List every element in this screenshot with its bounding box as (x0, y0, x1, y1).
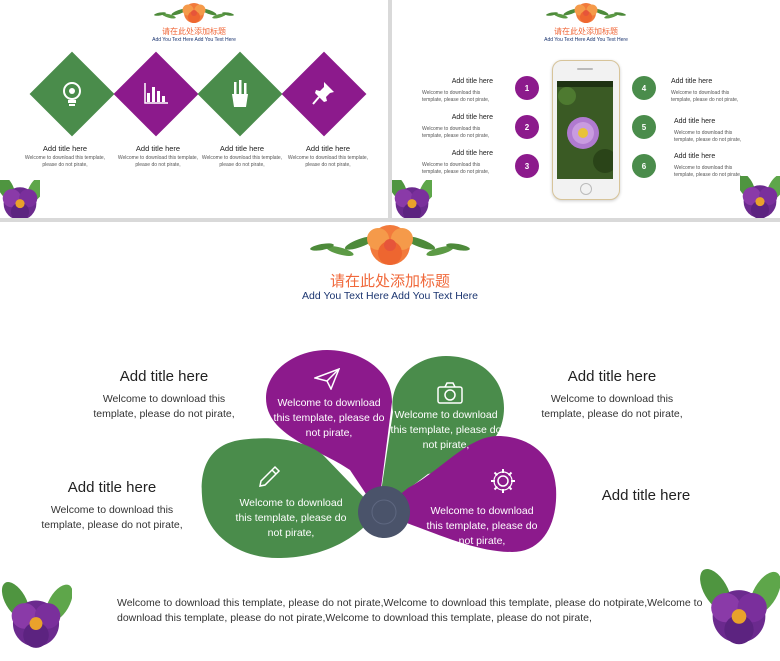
pencil-icon (259, 465, 281, 487)
footer-paragraph: Welcome to download this template, pleas… (117, 597, 703, 625)
diamond-1 (29, 51, 115, 137)
right-item-6-title: Add title here (674, 153, 716, 160)
item-2-body: Welcome to download this template, pleas… (117, 155, 199, 169)
flower-corner-decoration-left (392, 180, 432, 218)
left-item-1-body: Welcome to download this template, pleas… (422, 90, 490, 104)
slide-subtitle: Add You Text Here Add You Text Here (152, 37, 236, 43)
right-item-4-body: Welcome to download this template, pleas… (671, 90, 739, 104)
slide-main[interactable]: 请在此处添加标题 Add You Text Here Add You Text … (0, 222, 780, 661)
item-3-body: Welcome to download this template, pleas… (201, 155, 283, 169)
bar-chart-icon (144, 83, 168, 104)
item-1-body: Welcome to download this template, pleas… (24, 155, 106, 169)
petal-left-green (201, 438, 378, 558)
pushpin-icon (312, 82, 334, 105)
left-item-2-title: Add title here (451, 114, 493, 121)
camera-icon (437, 382, 463, 404)
flower-header-decoration (546, 3, 626, 23)
mid-left-title: Add title here (67, 479, 157, 496)
flower-corner-decoration (0, 180, 40, 218)
petal-top-purple-text: Welcome to download this template, pleas… (273, 397, 385, 440)
right-item-5-title: Add title here (674, 118, 716, 125)
number-badge-6: 6 (632, 154, 656, 178)
slide-subtitle: Add You Text Here Add You Text Here (544, 37, 628, 43)
flower-corner-decoration-left (0, 580, 72, 648)
right-item-6-body: Welcome to download this template, pleas… (674, 165, 742, 179)
number-badge-2: 2 (515, 115, 539, 139)
top-right-title: Add title here (567, 368, 657, 385)
petal-top-green-text: Welcome to download this template, pleas… (390, 409, 502, 452)
mid-left-body: Welcome to download this template, pleas… (41, 504, 183, 532)
phone-home-button (580, 183, 592, 195)
left-item-3-body: Welcome to download this template, pleas… (422, 162, 490, 176)
slide-title-cn: 请在此处添加标题 (329, 273, 450, 290)
slide-thumbnail-1[interactable]: 请在此处添加标题 Add You Text Here Add You Text … (0, 0, 388, 218)
petal-top-purple (266, 350, 392, 512)
phone-screen-image (557, 81, 613, 179)
item-1-title: Add title here (42, 144, 88, 153)
item-4-title: Add title here (305, 144, 351, 153)
item-4-body: Welcome to download this template, pleas… (287, 155, 369, 169)
petal-top-green (378, 356, 504, 512)
diamond-2 (113, 51, 199, 137)
slide-title-cn: 请在此处添加标题 (554, 27, 618, 36)
petal-diagram (201, 350, 557, 558)
paper-plane-icon (314, 368, 340, 390)
flower-corner-decoration-right (698, 566, 780, 645)
flower-corner-decoration-right (740, 176, 780, 218)
right-item-4-title: Add title here (671, 78, 713, 85)
gear-icon (491, 469, 515, 493)
phone-mockup (552, 60, 620, 200)
petal-left-green-text: Welcome to download this template, pleas… (235, 497, 347, 540)
pencil-cup-icon (232, 80, 248, 107)
lightbulb-icon (63, 82, 81, 106)
diamond-3 (197, 51, 283, 137)
number-badge-1: 1 (515, 76, 539, 100)
slide-thumbnail-2[interactable]: 请在此处添加标题 Add You Text Here Add You Text … (392, 0, 780, 218)
petal-right-purple-text: Welcome to download this template, pleas… (426, 505, 538, 548)
top-left-title: Add title here (119, 368, 209, 385)
left-item-3-title: Add title here (451, 150, 493, 157)
diamond-4 (281, 51, 367, 137)
slide-title-cn: 请在此处添加标题 (162, 27, 226, 36)
flower-header-decoration (154, 3, 234, 23)
petal-right-purple (378, 436, 557, 552)
top-left-body: Welcome to download this template, pleas… (93, 393, 235, 421)
right-item-5-body: Welcome to download this template, pleas… (674, 130, 742, 144)
left-item-1-title: Add title here (451, 78, 493, 85)
number-badge-4: 4 (632, 76, 656, 100)
top-right-body: Welcome to download this template, pleas… (541, 393, 683, 421)
number-badge-3: 3 (515, 154, 539, 178)
item-2-title: Add title here (135, 144, 181, 153)
mid-right-title: Add title here (601, 487, 691, 504)
item-3-title: Add title here (219, 144, 265, 153)
left-item-2-body: Welcome to download this template, pleas… (422, 126, 490, 140)
slide-subtitle: Add You Text Here Add You Text Here (302, 290, 478, 302)
number-badge-5: 5 (632, 115, 656, 139)
